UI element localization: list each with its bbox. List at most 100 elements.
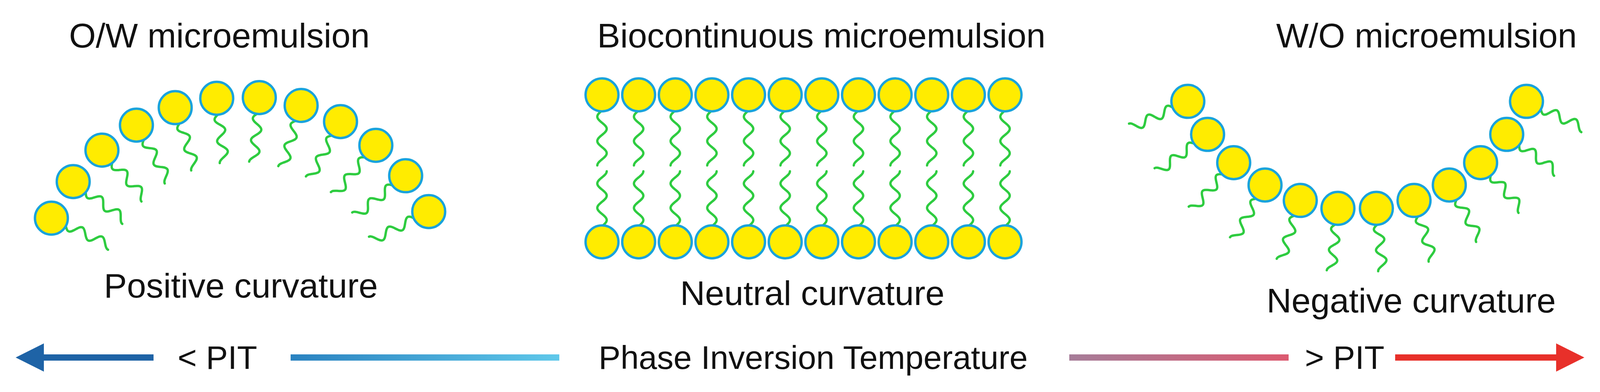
hydrophobic-tail <box>670 171 680 226</box>
hydrophilic-head <box>878 225 912 259</box>
hydrophobic-tail <box>214 113 228 164</box>
hydrophobic-tail <box>927 171 937 226</box>
cold-arrowhead <box>15 343 44 372</box>
hydrophilic-head <box>805 78 839 112</box>
hydrophobic-tail <box>1415 215 1435 262</box>
cold-gradient-bar <box>290 354 560 361</box>
hydrophobic-tail <box>1188 173 1224 207</box>
hydrophobic-tail <box>597 110 607 166</box>
hydrophobic-tail <box>1154 142 1196 170</box>
hydrophilic-head <box>951 78 985 112</box>
hydrophobic-tail <box>963 110 973 166</box>
hydrophilic-head <box>284 88 318 122</box>
axis-label: Phase Inversion Temperature <box>598 338 1028 377</box>
hydrophobic-tail <box>142 138 168 184</box>
hydrophilic-head <box>1191 117 1224 151</box>
hydrophobic-tail <box>780 171 791 226</box>
hydrophilic-head <box>951 225 985 259</box>
hydrophilic-head <box>389 159 423 192</box>
hydrophobic-tail <box>111 161 142 202</box>
hydrophilic-head <box>412 195 446 228</box>
hydrophilic-head <box>842 78 876 112</box>
hydrophobic-tail <box>890 171 900 226</box>
hydrophilic-head <box>200 81 234 115</box>
hydrophobic-tail <box>249 113 262 162</box>
hydrophobic-tail <box>1490 174 1520 213</box>
hydrophilic-head <box>622 225 656 259</box>
hydrophobic-tail <box>1229 198 1258 237</box>
hydrophobic-tail <box>1129 105 1174 129</box>
hydrophilic-head <box>158 91 192 125</box>
hydrophilic-head <box>695 225 729 259</box>
hydrophilic-head <box>85 133 119 167</box>
hydrophilic-head <box>915 78 949 112</box>
hot-arrowhead <box>1556 343 1585 372</box>
hydrophilic-head <box>1171 84 1205 118</box>
hydrophobic-tail <box>963 171 973 226</box>
panel-title: Biocontinuous microemulsion <box>597 15 1046 56</box>
hydrophobic-tail <box>85 190 123 224</box>
hydrophilic-head <box>695 78 729 112</box>
hydrophilic-head <box>1248 168 1282 202</box>
hydrophobic-tail <box>707 171 717 226</box>
surfactant-layers <box>34 78 1582 272</box>
hydrophobic-tail <box>1326 223 1340 270</box>
panel-title: W/O microemulsion <box>1276 15 1577 56</box>
curvature-label: Positive curvature <box>103 265 378 306</box>
hydrophobic-tail <box>780 110 791 166</box>
hydrophobic-tail <box>817 110 827 166</box>
hydrophilic-head <box>34 201 68 235</box>
hydrophilic-head <box>842 225 876 259</box>
hydrophilic-head <box>805 225 839 259</box>
hydrophobic-tail <box>1519 143 1555 176</box>
curvature-label: Negative curvature <box>1266 280 1557 320</box>
hydrophilic-head <box>585 78 619 112</box>
axis-label: < PIT <box>177 338 257 377</box>
hydrophilic-head <box>915 225 949 259</box>
hydrophobic-tail <box>352 184 394 214</box>
hydrophobic-tail <box>305 135 333 177</box>
hydrophilic-head <box>56 164 90 198</box>
hydrophobic-tail <box>1000 110 1010 166</box>
hydrophilic-head <box>732 225 765 259</box>
hydrophilic-head <box>1490 117 1524 151</box>
hydrophilic-head <box>988 225 1022 259</box>
hydrophobic-tail <box>1000 171 1010 226</box>
hydrophilic-head <box>585 225 619 259</box>
hydrophobic-tail <box>634 171 644 226</box>
hydrophobic-tail <box>1455 198 1480 242</box>
hydrophobic-tail <box>597 171 607 226</box>
hydrophilic-head <box>1359 191 1393 225</box>
hydrophilic-head <box>878 78 912 112</box>
hydrophobic-tail <box>743 171 754 226</box>
hydrophilic-head <box>658 78 692 112</box>
hydrophilic-head <box>1509 84 1543 118</box>
hydrophilic-head <box>1432 168 1466 202</box>
hydrophobic-tail <box>927 110 937 166</box>
hydrophilic-head <box>1217 146 1251 179</box>
panel-title: O/W microemulsion <box>68 15 370 56</box>
hydrophilic-head <box>1321 191 1355 225</box>
hot-gradient-bar <box>1069 354 1289 361</box>
hydrophobic-tail <box>743 110 754 166</box>
hydrophilic-head <box>1397 183 1431 217</box>
hydrophilic-head <box>768 78 802 112</box>
hydrophobic-tail <box>853 110 864 166</box>
hydrophobic-tail <box>890 110 900 166</box>
hydrophobic-tail <box>177 122 198 171</box>
axis-label: > PIT <box>1304 338 1385 377</box>
hydrophobic-tail <box>278 120 297 166</box>
hydrophilic-head <box>658 225 692 259</box>
hydrophilic-head <box>1283 183 1317 217</box>
hydrophilic-head <box>242 81 276 114</box>
hydrophilic-head <box>323 104 357 138</box>
hydrophilic-head <box>119 108 153 142</box>
cold-arrow-shaft <box>39 354 154 361</box>
hydrophobic-tail <box>1276 215 1296 259</box>
hydrophobic-tail <box>707 110 717 166</box>
hydrophobic-tail <box>817 171 827 226</box>
hydrophilic-head <box>768 225 802 259</box>
